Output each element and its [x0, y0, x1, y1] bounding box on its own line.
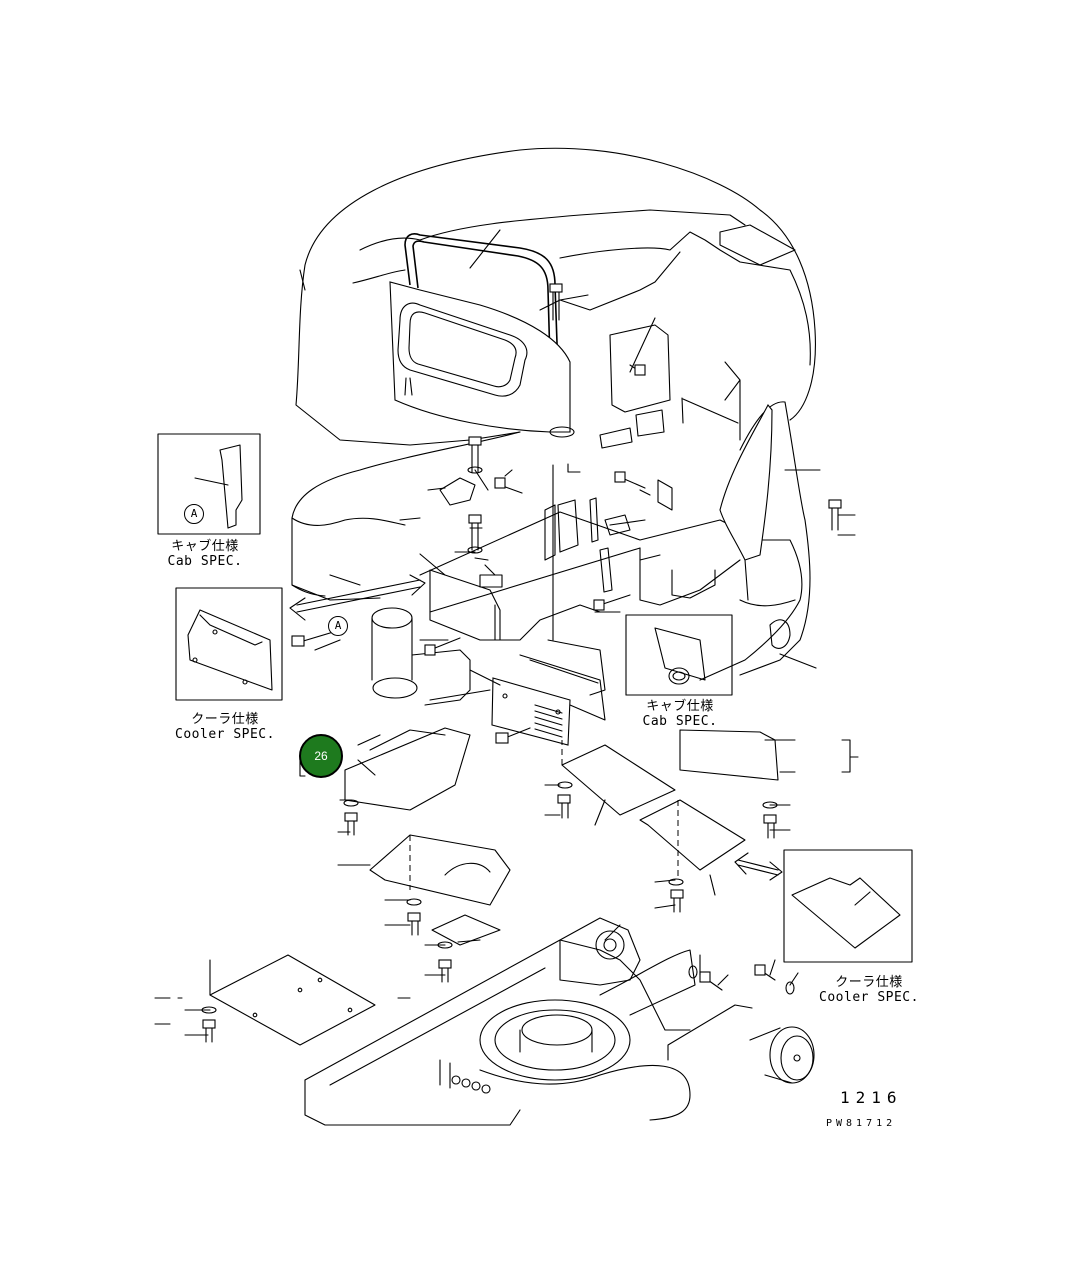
cooler-spec-inset-1 — [175, 587, 283, 701]
cooler-spec-label-1: クーラ仕様 Cooler SPEC. — [170, 712, 280, 742]
undercovers — [344, 727, 779, 946]
cooler-spec-jp-1: クーラ仕様 — [191, 712, 259, 727]
cab-spec-label-1: キャブ仕様 Cab SPEC. — [160, 539, 250, 569]
cab-spec-en-2: Cab SPEC. — [642, 714, 718, 729]
cab-spec-en-1: Cab SPEC. — [167, 554, 243, 569]
revolving-frame — [304, 917, 815, 1126]
handrail — [389, 233, 575, 438]
cooler-spec-en-2: Cooler SPEC. — [819, 990, 919, 1005]
right-side-panel — [719, 401, 821, 676]
cooler-spec-en-1: Cooler SPEC. — [175, 727, 275, 742]
bolts — [201, 283, 842, 1043]
cab-spec-inset-1 — [157, 433, 261, 535]
view-marker-a: A — [184, 504, 204, 524]
cooler-spec-inset-2 — [783, 849, 913, 963]
direction-arrows — [289, 574, 783, 881]
view-marker-a-2: A — [328, 616, 348, 636]
reference-badge-26[interactable]: 26 — [299, 734, 343, 778]
floor-plate — [209, 954, 376, 1046]
upper-frame — [419, 511, 803, 681]
cab-spec-label-2: キャブ仕様 Cab SPEC. — [632, 699, 728, 729]
radiator-guard — [491, 639, 606, 746]
counterweight-cover — [295, 147, 816, 446]
cab-spec-jp-1: キャブ仕様 — [171, 539, 239, 554]
page-number: 1216 — [840, 1088, 903, 1107]
cab-spec-jp-2: キャブ仕様 — [646, 699, 714, 714]
brackets — [429, 324, 673, 641]
cooler-spec-label-2: クーラ仕様 Cooler SPEC. — [814, 975, 924, 1005]
drawing-code: PW81712 — [826, 1118, 897, 1129]
swivel-joint — [371, 607, 491, 706]
inset-frames — [157, 433, 913, 963]
cooler-spec-jp-2: クーラ仕様 — [835, 975, 903, 990]
